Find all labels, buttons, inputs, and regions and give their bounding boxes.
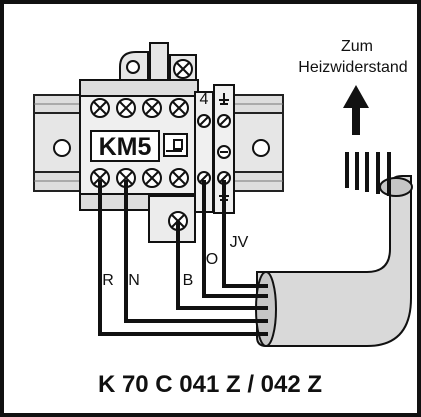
wire-label-r: R [102, 272, 114, 289]
wire-bundle [98, 180, 268, 336]
terminal-screw-icon [142, 168, 162, 188]
top-bracket [119, 42, 197, 84]
bottom-terminal-row [90, 168, 189, 188]
aux-screw-icon [217, 114, 231, 128]
wire-label-jv: JV [230, 234, 249, 251]
b-wire [176, 221, 268, 310]
destination-note-line-2: Heizwiderstand [298, 59, 407, 76]
lower-clamp [148, 195, 196, 243]
terminal-screw-icon [169, 168, 189, 188]
aux-screw-icon [197, 114, 211, 128]
outgoing-wires [345, 152, 391, 196]
cable-sleeve [255, 175, 413, 347]
terminal-screw-icon [142, 98, 162, 118]
module-indicator-icon [163, 133, 188, 157]
up-arrow-icon [343, 85, 369, 135]
aux-screw-icon [217, 145, 231, 159]
n-wire [124, 180, 268, 323]
wire-label-n: N [128, 272, 140, 289]
module-label-box [90, 130, 160, 162]
km5-contactor: KM5 [79, 79, 199, 211]
wire-label-b: B [183, 272, 194, 289]
terminal-screw-icon [116, 98, 136, 118]
jv-wire [222, 180, 268, 288]
model-caption: K 70 C 041 Z / 042 Z [98, 371, 322, 398]
module-label: KM5 [99, 133, 152, 161]
left-mounting-screw-icon [53, 139, 71, 157]
earth-symbol-icon [219, 93, 229, 105]
terminal-screw-icon [169, 98, 189, 118]
wire-label-o: O [206, 251, 218, 268]
o-wire [202, 180, 268, 298]
terminal-number-label: 4 [200, 91, 209, 108]
auxiliary-terminal-block: 4 [194, 84, 235, 214]
top-terminal-row [90, 98, 189, 118]
destination-note-line-1: Zum [341, 38, 373, 55]
right-mounting-screw-icon [252, 139, 270, 157]
terminal-screw-icon [90, 98, 110, 118]
r-wire [98, 180, 268, 336]
